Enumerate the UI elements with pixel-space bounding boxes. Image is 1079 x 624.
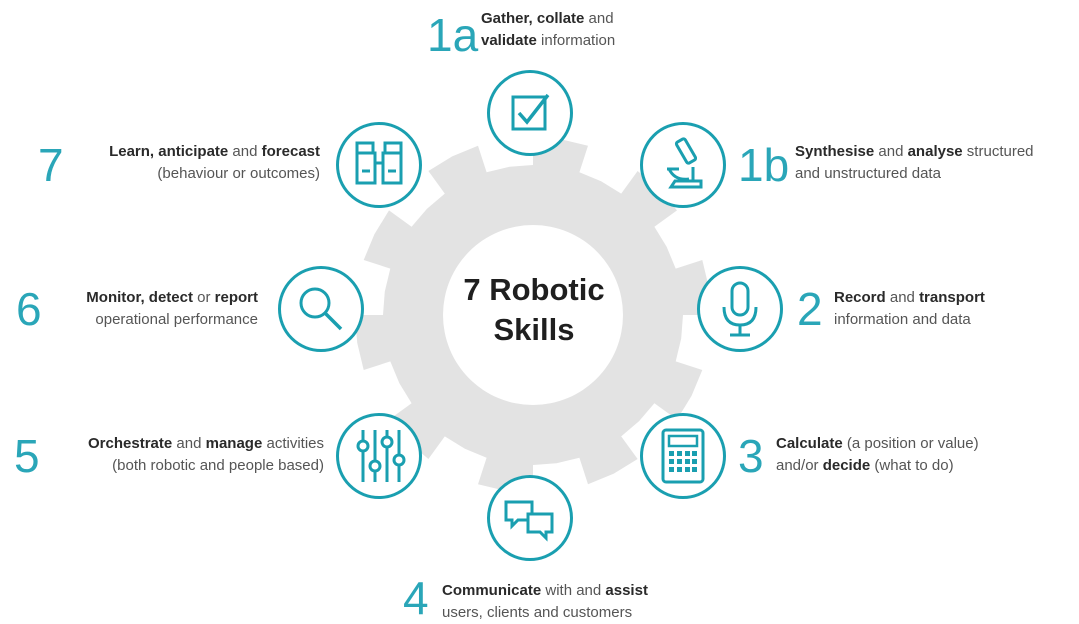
label-bold-text: forecast <box>261 143 320 160</box>
calculator-icon <box>640 413 726 499</box>
label-text: information <box>536 32 616 49</box>
chat-bubbles-icon <box>487 475 573 561</box>
skill-5-label: Orchestrate and manage activities (both … <box>88 433 324 477</box>
binoculars-icon <box>336 122 422 208</box>
label-text: and unstructured data <box>795 165 941 182</box>
skill-2-number: 2 <box>797 283 823 335</box>
microphone-icon <box>697 266 783 352</box>
label-bold-text: manage <box>205 435 263 452</box>
center-title-line2: Skills <box>493 312 575 347</box>
skill-1a-line1: Gather, collate and <box>481 8 615 30</box>
skill-4-line2: users, clients and customers <box>442 602 648 624</box>
label-bold-text: Synthesise <box>795 143 875 160</box>
label-bold-text: validate <box>481 32 537 49</box>
label-bold-text: transport <box>919 289 985 306</box>
microscope-icon <box>640 122 726 208</box>
label-text: and <box>172 435 206 452</box>
label-text: (a position or value) <box>842 435 979 452</box>
gear-body <box>355 137 711 493</box>
label-text: and <box>228 143 262 160</box>
label-bold-text: assist <box>605 582 648 599</box>
label-bold-text: analyse <box>907 143 963 160</box>
skill-4-line1: Communicate with and assist <box>442 580 648 602</box>
label-text: with and <box>541 582 606 599</box>
skill-1b-label: Synthesise and analyse structured and un… <box>795 141 1034 185</box>
label-text: and <box>584 10 614 27</box>
label-bold-text: Communicate <box>442 582 542 599</box>
skill-7-line1: Learn, anticipate and forecast <box>109 141 320 163</box>
magnifier-icon <box>278 266 364 352</box>
skill-6-line1: Monitor, detect or report <box>86 287 258 309</box>
skill-6-label: Monitor, detect or report operational pe… <box>86 287 258 331</box>
label-text: or <box>192 289 215 306</box>
center-title-line1: 7 Robotic <box>463 272 605 307</box>
label-text: users, clients and customers <box>442 604 633 621</box>
skill-6-number: 6 <box>16 283 42 335</box>
skill-2-label: Record and transport information and dat… <box>834 287 985 331</box>
skill-4-number: 4 <box>403 572 429 624</box>
skill-5-line1: Orchestrate and manage activities <box>88 433 324 455</box>
label-text: operational performance <box>95 311 258 328</box>
label-bold-text: Orchestrate <box>88 435 173 452</box>
skill-3-line2: and/or decide (what to do) <box>776 455 979 477</box>
label-bold-text: Learn, anticipate <box>109 143 229 160</box>
skill-1b-number: 1b <box>738 139 790 191</box>
skill-3-label: Calculate (a position or value) and/or d… <box>776 433 979 477</box>
skill-7-label: Learn, anticipate and forecast (behaviou… <box>109 141 320 185</box>
label-bold-text: Monitor, detect <box>86 289 193 306</box>
skill-1a-label: Gather, collate and validate information <box>481 8 615 52</box>
skill-5-number: 5 <box>14 430 40 482</box>
checkbox-icon <box>487 70 573 156</box>
skill-1b-line2: and unstructured data <box>795 163 1034 185</box>
label-bold-text: Gather, collate <box>481 10 585 27</box>
skill-1a-number: 1a <box>427 9 479 61</box>
label-bold-text: decide <box>822 457 871 474</box>
label-text: activities <box>262 435 324 452</box>
center-title: 7 Robotic Skills <box>424 270 644 350</box>
label-text: (both robotic and people based) <box>112 457 324 474</box>
label-text: structured <box>962 143 1034 160</box>
label-bold-text: Record <box>834 289 886 306</box>
skill-7-line2: (behaviour or outcomes) <box>109 163 320 185</box>
skill-1b-line1: Synthesise and analyse structured <box>795 141 1034 163</box>
label-text: and/or <box>776 457 823 474</box>
skill-6-line2: operational performance <box>86 309 258 331</box>
label-bold-text: Calculate <box>776 435 843 452</box>
label-bold-text: report <box>214 289 258 306</box>
skill-3-number: 3 <box>738 430 764 482</box>
skill-5-line2: (both robotic and people based) <box>88 455 324 477</box>
skill-2-line1: Record and transport <box>834 287 985 309</box>
label-text: and <box>885 289 920 306</box>
skill-3-line1: Calculate (a position or value) <box>776 433 979 455</box>
label-text: (behaviour or outcomes) <box>157 165 320 182</box>
sliders-icon <box>336 413 422 499</box>
skill-2-line2: information and data <box>834 309 985 331</box>
label-text: (what to do) <box>870 457 954 474</box>
skill-7-number: 7 <box>38 139 64 191</box>
skill-1a-line2: validate information <box>481 30 615 52</box>
label-text: and <box>874 143 908 160</box>
label-text: information and data <box>834 311 971 328</box>
skill-4-label: Communicate with and assist users, clien… <box>442 580 648 624</box>
